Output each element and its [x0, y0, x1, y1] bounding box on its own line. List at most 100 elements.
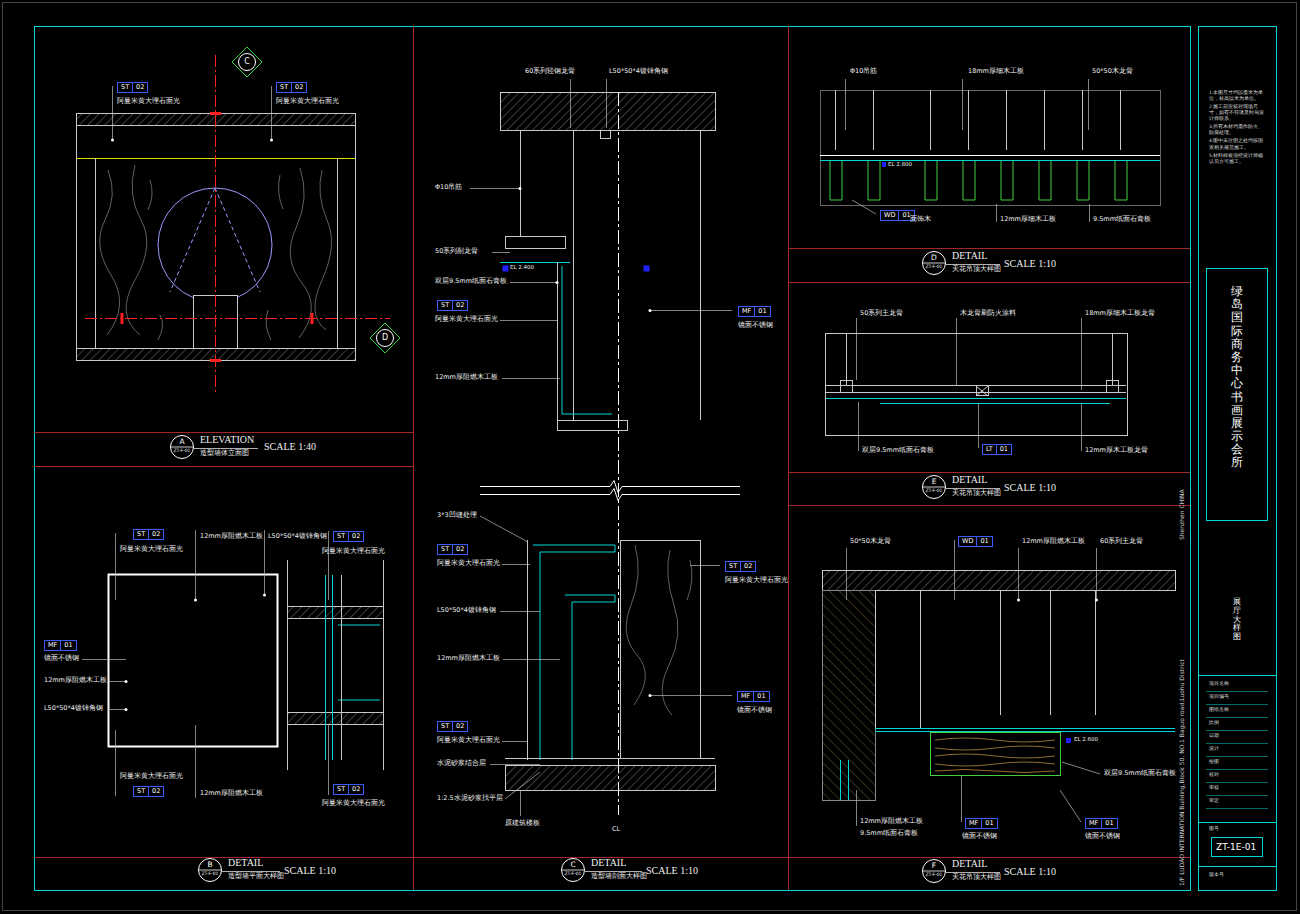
- material-tag: ST02: [333, 531, 364, 542]
- elevation-mark: EL 2.600: [1074, 737, 1098, 743]
- sheet-frame: [1198, 822, 1276, 823]
- ceiling-fin-drawing: [820, 90, 1161, 206]
- leader-line: [1018, 548, 1019, 600]
- sheet-reference: ZT-F-01: [170, 449, 194, 454]
- title-underline: [946, 488, 1000, 489]
- drawing-name: 天花吊顶大样图: [952, 490, 1001, 497]
- leader-line: [505, 772, 540, 799]
- leader-dot: [111, 139, 114, 142]
- ceiling-box-drawing: [840, 760, 841, 800]
- material-number: 02: [148, 530, 163, 539]
- drawing-name: 天花吊顶大样图: [952, 874, 1001, 881]
- section-title-symbol: EZT-F-01: [922, 475, 946, 499]
- leader-line: [271, 86, 272, 140]
- material-label: 1:2.5水泥砂浆找平层: [437, 795, 503, 802]
- title-field: 日期: [1209, 733, 1219, 738]
- elevation-drawing: [337, 158, 338, 348]
- leader-line: [502, 741, 527, 742]
- ceiling-joint-drawing: [826, 333, 1128, 436]
- section-detail-drawing: [626, 545, 645, 705]
- leader-line: [195, 530, 196, 600]
- leader-dot: [649, 309, 652, 312]
- scale-text: SCALE 1:10: [1004, 867, 1056, 877]
- material-label: 阿曼米黄大理石面光: [437, 560, 500, 567]
- title-field: 校对: [1209, 772, 1219, 777]
- leader-line: [490, 764, 540, 765]
- elevation-drawing: [85, 318, 390, 319]
- material-label: 水泥砂浆结合层: [437, 760, 486, 767]
- material-label: 12mm厚木工板龙骨: [1085, 447, 1148, 454]
- leader-line: [650, 695, 732, 696]
- material-tag: MF01: [1085, 818, 1118, 829]
- elevation-drawing: [266, 310, 271, 340]
- sheet-reference: ZT-F-01: [922, 265, 946, 270]
- section-title-symbol: DZT-F-01: [922, 251, 946, 275]
- panel-divider: [788, 248, 1190, 249]
- material-number: 02: [291, 83, 306, 92]
- ceiling-box-drawing: [931, 733, 1061, 776]
- ceiling-joint-drawing: [977, 386, 989, 396]
- general-note: 1.本图尺寸均以毫米为单位，标高以米为单位。: [1209, 90, 1264, 102]
- ceiling-fin-drawing: [1115, 161, 1127, 200]
- section-detail-drawing: [601, 131, 611, 139]
- symbol-circle: [239, 54, 256, 71]
- material-tag: ST02: [437, 544, 468, 555]
- leader-line: [328, 725, 329, 795]
- material-label: L50*50*4镀锌角钢: [44, 705, 103, 712]
- leader-line: [856, 318, 857, 380]
- project-name: 绿岛国际商务中心书画展示会所: [1231, 285, 1243, 470]
- ceiling-fin-drawing: [830, 161, 842, 200]
- material-tag: LT01: [982, 444, 1012, 455]
- material-label: 阿曼米黄大理石面光: [725, 577, 788, 584]
- material-label: 双层9.5mm纸面石膏板: [1104, 770, 1176, 777]
- material-label: Φ10吊筋: [850, 68, 877, 75]
- material-tag: MF01: [738, 306, 771, 317]
- elevation-drawing: [76, 47, 400, 395]
- plan-detail-drawing: [383, 560, 384, 770]
- section-detail-drawing: [573, 130, 574, 420]
- material-tag: ST02: [333, 784, 364, 795]
- material-code: MF: [738, 692, 753, 701]
- leader-line: [500, 611, 540, 612]
- ceiling-fin-drawing: [830, 161, 1127, 200]
- ceiling-box-drawing: [935, 762, 1055, 766]
- section-title-symbol: FZT-F-01: [922, 859, 946, 883]
- ceiling-fin-drawing: [835, 90, 836, 150]
- material-code: ST: [334, 532, 348, 541]
- title-underline: [585, 871, 642, 872]
- plan-detail-drawing: [332, 575, 333, 760]
- drawing-name: 造型墙体立面图: [200, 450, 249, 457]
- ceiling-box-drawing: [920, 590, 921, 728]
- section-detail-drawing: [644, 266, 650, 272]
- section-letter: D: [376, 334, 394, 342]
- section-letter: C: [238, 58, 256, 66]
- material-label: 12mm厚阻燃木工板: [200, 790, 263, 797]
- ceiling-fin-drawing: [868, 161, 880, 200]
- ceiling-fin-drawing: [1039, 161, 1051, 200]
- symbol-divider: [199, 870, 221, 871]
- material-code: ST: [438, 545, 452, 554]
- material-code: MF: [966, 819, 981, 828]
- elevation-drawing: [370, 323, 400, 353]
- elevation-drawing: [148, 180, 152, 210]
- material-label: 双层9.5mm纸面石膏板: [435, 278, 507, 285]
- material-code: ST: [277, 83, 291, 92]
- material-code: ST: [438, 301, 452, 310]
- sheet-frame: [3, 3, 1297, 911]
- ceiling-fin-drawing: [1001, 161, 1013, 200]
- material-code: ST: [334, 785, 348, 794]
- material-label: 阿曼米黄大理石面光: [276, 98, 339, 105]
- leader-line: [195, 725, 196, 798]
- detail-title: DETAIL: [952, 475, 987, 485]
- panel-divider: [413, 26, 414, 890]
- material-label: 50系列副龙骨: [435, 248, 478, 255]
- ceiling-fin-drawing: [930, 90, 931, 150]
- leader-line: [510, 282, 557, 283]
- section-title-symbol: CZT-F-01: [561, 858, 585, 882]
- material-label: 60系列主龙骨: [1100, 538, 1143, 545]
- section-detail-drawing: [700, 130, 701, 420]
- ceiling-fin-drawing: [873, 90, 874, 150]
- material-code: ST: [118, 83, 132, 92]
- section-marker: C: [238, 53, 256, 71]
